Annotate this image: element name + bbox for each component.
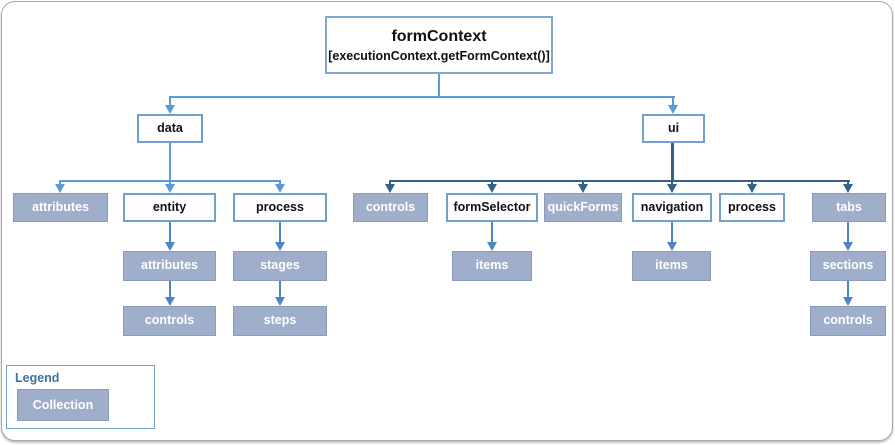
legend-title: Legend	[15, 371, 60, 385]
arrowhead-ui	[668, 105, 678, 114]
node-quickforms: quickForms	[544, 193, 622, 222]
node-formcontext-subtitle: [executionContext.getFormContext()]	[328, 48, 550, 63]
legend-collection-swatch: Collection	[17, 389, 109, 421]
connector-root-bus	[169, 96, 675, 98]
connector-drop-navigation	[671, 180, 673, 186]
connector-drop-ui-controls	[389, 180, 391, 186]
arrowhead-data	[165, 105, 175, 114]
node-tabs-controls: controls	[810, 306, 886, 336]
connector-drop-formselector	[491, 180, 493, 186]
connector-navigation-items	[671, 222, 673, 243]
arrowhead-navigation-items	[667, 242, 677, 251]
arrowhead-formselector-items	[487, 242, 497, 251]
node-tabs: tabs	[812, 193, 886, 222]
connector-attributes-controls	[169, 281, 171, 298]
node-process-stages: stages	[233, 251, 327, 281]
connector-drop-tabs	[847, 180, 849, 186]
arrowhead-tabs-sections	[843, 242, 853, 251]
node-entity-controls: controls	[123, 306, 216, 336]
arrowhead-sections-controls	[843, 297, 853, 306]
connector-process-stages	[279, 222, 281, 243]
connector-drop-quickforms	[582, 180, 584, 186]
node-process-steps: steps	[233, 306, 327, 336]
node-data-attributes: attributes	[13, 193, 108, 222]
node-formcontext: formContext [executionContext.getFormCon…	[325, 16, 553, 74]
connector-entity-attributes	[169, 222, 171, 243]
arrowhead-entity-attributes	[165, 242, 175, 251]
connector-root-stem	[438, 74, 440, 97]
connector-drop-ui-process	[751, 180, 753, 186]
connector-drop-ui	[672, 96, 674, 106]
arrowhead-tabs	[843, 184, 853, 193]
arrowhead-quickforms	[578, 184, 588, 193]
node-ui-process: process	[719, 193, 785, 222]
node-entity-attributes: attributes	[123, 251, 216, 281]
arrowhead-stages-steps	[275, 297, 285, 306]
arrowhead-attributes	[55, 184, 65, 193]
node-ui-controls: controls	[353, 193, 428, 222]
node-tabs-sections: sections	[810, 251, 886, 281]
legend-box: Legend Collection	[6, 365, 155, 429]
connector-tabs-sections	[847, 222, 849, 243]
arrowhead-process-stages	[275, 242, 285, 251]
node-ui: ui	[642, 114, 705, 143]
arrowhead-entity	[165, 184, 175, 193]
arrowhead-formselector	[487, 184, 497, 193]
connector-sections-controls	[847, 281, 849, 298]
node-data-process: process	[233, 193, 327, 222]
node-entity: entity	[123, 193, 216, 222]
arrowhead-attributes-controls	[165, 297, 175, 306]
node-navigation-items: items	[632, 251, 711, 281]
connector-data-stem	[169, 143, 171, 185]
connector-drop-process	[279, 180, 281, 186]
connector-ui-bus	[389, 180, 850, 182]
connector-data-bus	[59, 180, 281, 182]
arrowhead-ui-controls	[385, 184, 395, 193]
node-formcontext-title: formContext	[391, 27, 487, 45]
connector-formselector-items	[491, 222, 493, 243]
arrowhead-process	[275, 184, 285, 193]
node-formselector: formSelector	[446, 193, 538, 222]
arrowhead-navigation	[667, 184, 677, 193]
connector-drop-attributes	[59, 180, 61, 186]
node-formselector-items: items	[452, 251, 532, 281]
connector-stages-steps	[279, 281, 281, 298]
connector-drop-data	[169, 96, 171, 106]
arrowhead-ui-process	[747, 184, 757, 193]
node-data: data	[137, 114, 203, 143]
connector-ui-stem	[671, 143, 674, 181]
node-navigation: navigation	[632, 193, 712, 222]
